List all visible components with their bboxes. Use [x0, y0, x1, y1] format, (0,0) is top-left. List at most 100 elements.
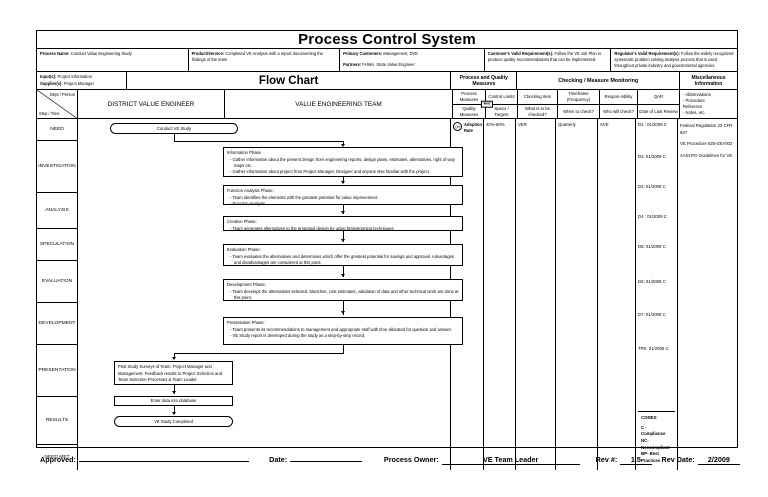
info-row: Process Name: Conduct Value Engineering … [37, 49, 737, 73]
step-need-met: NEED MET [44, 455, 70, 461]
flow-node-creative-phase[interactable]: Creative Phase: - Team generates alterna… [223, 216, 463, 232]
input-line: Input(s): Project Information [40, 74, 123, 80]
subcol-control-limits: Control Limits Specs / Targets [486, 90, 518, 119]
rev-number-field[interactable]: 1.5 [620, 455, 652, 465]
flow-node-evaluation-phase[interactable]: Evaluation Phase: - Team evaluates the a… [223, 244, 463, 267]
input-label: Input(s): [40, 74, 57, 80]
process-name-value: Conduct Value Engineering Study [70, 51, 132, 56]
flow-node-development-phase[interactable]: Development Phase: - Team develops the a… [223, 279, 463, 302]
primary-customers-value: Management, DVE [383, 51, 418, 56]
connector-v-6 [343, 266, 344, 278]
responsibility-header: Respon-sibility [600, 90, 637, 105]
section-header-band: Input(s): Project Information Supplier(s… [37, 72, 737, 91]
flow-node-conduct-ve-study[interactable]: Conduct VE Study [110, 123, 238, 135]
primary-customers-cell: Primary Customers: Management, DVE Partn… [340, 49, 485, 72]
arrow-6 [341, 311, 345, 315]
code-line-1: NC- Noncompliant [641, 437, 670, 450]
rev-date-field[interactable]: 2/2009 [697, 455, 740, 465]
misc-header-item-1: - Procedure [683, 98, 705, 104]
metric-badge-icon: QH [453, 122, 462, 132]
flow-node-function-analysis-phase-bullet-0: - Team identifies the elements with the … [230, 194, 379, 200]
misc-entry-1: VE Procedure 625-030-002 [680, 141, 733, 147]
step-label-column: NEED INVESTIGATION ANALYSIS SPECULATION … [37, 119, 78, 471]
connector-h-2 [174, 353, 344, 355]
approved-field[interactable] [78, 461, 250, 462]
date-last-review-header: Date of Last Review [639, 108, 678, 114]
diagonal-divider-icon [37, 90, 77, 119]
flow-node-information-phase[interactable]: Information Phase - Gather information a… [223, 147, 463, 178]
misc-group-header: Miscellaneous Information [691, 74, 726, 87]
flow-node-information-phase-bullet-1: - Gather information about project from … [230, 169, 430, 175]
qar-entry-3: D4 : 01/2009 C [638, 214, 667, 220]
process-owner-field[interactable]: VE Team Leader [441, 455, 580, 465]
connector-v-2 [343, 141, 344, 146]
misc-header-list: - Abbreviations - Procedure Reference - … [680, 90, 737, 118]
subcol-qar: QAR Date of Last Review [638, 90, 680, 119]
rev-date-label: Rev Date: [661, 455, 695, 464]
regulator-requirement-value: Follow the widely recognized systematic … [614, 51, 734, 69]
misc-entry-list: Federal Regulation 23 CFR 627 VE Procedu… [680, 122, 733, 467]
process-owner-label: Process Owner: [383, 455, 439, 464]
cell-control-limits: 40%-60% [484, 119, 516, 471]
input-value: Project Information [57, 74, 92, 80]
when-check-header: When to check? [563, 108, 594, 114]
dept-person-label: Dept / Person [50, 92, 75, 98]
lane-header-dve: DISTRICT VALUE ENGINEER [78, 90, 225, 119]
qar-entry-list: D1 : 01/2009 C D2: 01/2009 C D3: 01/2009… [638, 122, 675, 410]
flow-node-ve-study-completed[interactable]: VE Study Completed [114, 416, 233, 428]
flow-node-presentation-phase-heading: Presentation Phase: [227, 320, 265, 326]
control-limits-header: Control Limits [486, 90, 517, 105]
process-name-label: Process Name: [40, 51, 70, 56]
flow-node-function-analysis-phase-heading: Function Analysis Phase: [227, 188, 274, 194]
qar-entry-6: D7: 01/2009 C [638, 312, 666, 318]
arrow-1 [341, 144, 345, 148]
flow-node-function-analysis-phase-bullet-1: - Function Analysis [230, 201, 266, 207]
qar-entry-2: D3: 01/2009 C [638, 184, 666, 190]
what-checked-header: What is to be checked? [524, 106, 551, 117]
flow-node-post-study-surveys[interactable]: Post Study Surveys of Team, Project Mana… [114, 361, 233, 386]
flow-chart-canvas: Conduct VE Study Information Phase - Gat… [78, 119, 463, 471]
step-presentation: PRESENTATION [37, 345, 77, 398]
flow-chart-title-cell: Flow Chart [127, 72, 452, 90]
qar-entry-4: D5: 01/2009 C [638, 244, 666, 250]
flow-node-presentation-phase-bullet-0: - Team presents its recommendations to m… [230, 326, 452, 332]
subcol-checking-item: Checking Item What is to be checked? [518, 90, 558, 119]
connector-v-1 [174, 134, 175, 142]
flow-node-enter-data[interactable]: Enter data into database [114, 396, 233, 407]
connector-v-5 [343, 231, 344, 243]
flow-node-post-study-surveys-text: Post Study Surveys of Team, Project Mana… [118, 364, 223, 383]
flow-chart-title: Flow Chart [258, 74, 319, 87]
date-field[interactable] [290, 461, 362, 462]
product-service-label: Product/Service: [191, 51, 225, 56]
quality-measures-header: Quality Measures [459, 106, 479, 117]
flow-node-ve-study-completed-text: VE Study Completed [154, 418, 193, 424]
cell-process-measures: QH Adoption Rate [451, 119, 484, 471]
flow-node-information-phase-bullet-0: - Gather information about the present d… [230, 156, 455, 169]
measure-data-columns: QH Adoption Rate 40%-60% VER Quarterly S… [451, 119, 735, 471]
timeframe-header: Timeframe (Frequency) [558, 90, 599, 105]
step-speculation: SPECULATION [37, 229, 77, 262]
measure-subcolumn-headers: Process Measures Quality Measures And Co… [453, 90, 737, 119]
flow-node-presentation-phase[interactable]: Presentation Phase: - Team presents its … [223, 317, 463, 346]
cell-timeframe: Quarterly [556, 119, 598, 471]
qar-entry-0: D1 : 01/2009 C [638, 122, 667, 128]
step-time-text: Step / Time [39, 110, 60, 116]
page-title: Process Control System [298, 31, 476, 48]
flow-node-enter-data-text: Enter data into database [150, 398, 197, 404]
regulator-requirement-label: Regulator's Valid Requirement(s): [614, 51, 680, 56]
partners-line: Partners: FHWA, State Value Engineer [343, 62, 481, 68]
arrow-2 [341, 181, 345, 185]
checking-group-header: Checking / Measure Monitoring [517, 72, 681, 90]
arrow-7 [172, 357, 176, 361]
column-header-band: Dept / Person Step / Time DISTRICT VALUE… [37, 90, 737, 120]
step-dept-corner-cell: Dept / Person Step / Time [37, 90, 78, 119]
arrow-5 [341, 274, 345, 278]
metric-name: Adoption Rate [464, 122, 482, 133]
supplier-value: Project Manager [63, 80, 94, 86]
connector-v-8 [343, 345, 344, 354]
qar-entry-1: D2: 01/2009 C [638, 154, 666, 160]
flow-node-function-analysis-phase[interactable]: Function Analysis Phase: - Team identifi… [223, 185, 463, 207]
qar-entry-7: TPK: 01/2009 C [638, 346, 669, 352]
cell-checking-item: VER [516, 119, 556, 471]
inputs-suppliers-cell: Input(s): Project Information Supplier(s… [37, 72, 127, 90]
